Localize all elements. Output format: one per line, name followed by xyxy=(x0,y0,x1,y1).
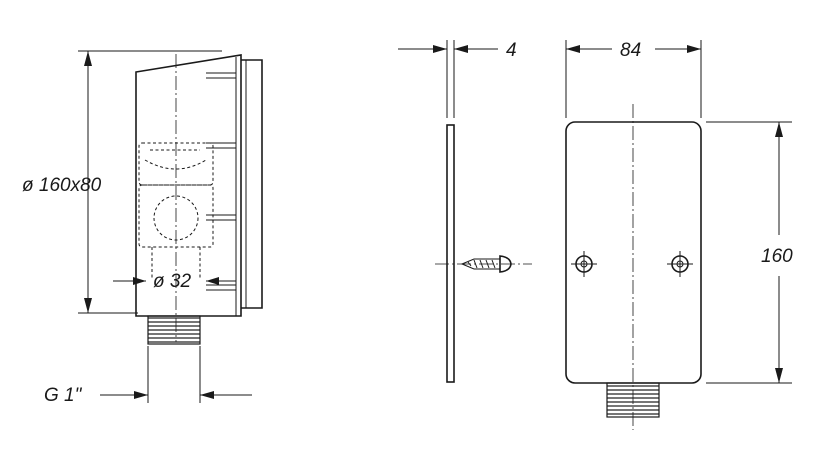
box-body-outline xyxy=(135,54,242,317)
plate-view: 4 xyxy=(398,40,532,383)
back-flange xyxy=(241,59,263,309)
thread-outlet xyxy=(147,315,201,345)
front-view: 84 160 xyxy=(565,40,793,430)
dim-plate-thickness xyxy=(398,40,498,118)
mounting-hole-right xyxy=(667,251,693,277)
dim-diameter-pipe xyxy=(113,277,236,285)
dim-diameter-box xyxy=(78,50,222,314)
flange-slots xyxy=(206,72,236,291)
front-thread-outlet xyxy=(606,382,660,418)
label-thread: G 1" xyxy=(44,385,83,406)
cover-plate xyxy=(446,124,455,383)
mounting-hole-left xyxy=(571,251,597,277)
screw xyxy=(435,255,532,273)
front-cover xyxy=(565,121,702,384)
dim-width xyxy=(565,40,702,118)
dim-thread xyxy=(100,346,252,403)
label-width: 84 xyxy=(620,40,641,61)
label-diameter-pipe: ø 32 xyxy=(153,271,191,292)
dim-height xyxy=(706,121,792,384)
label-height: 160 xyxy=(761,246,793,267)
side-view: ø 160x80 ø 32 G 1" xyxy=(22,50,263,406)
label-plate-thickness: 4 xyxy=(506,40,517,61)
label-diameter-box: ø 160x80 xyxy=(22,175,102,196)
hidden-fitting xyxy=(138,142,214,280)
